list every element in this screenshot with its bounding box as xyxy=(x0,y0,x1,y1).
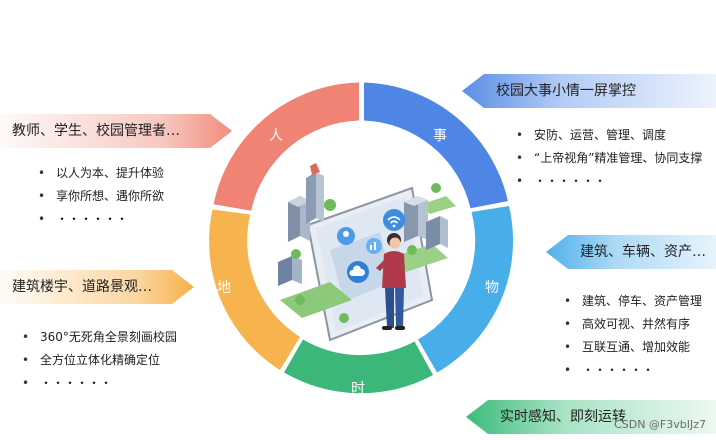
list-people: 以人为本、提升体验 享你所想、遇你所欲 ・・・・・・ xyxy=(34,162,164,231)
list-item: 建筑、停车、资产管理 xyxy=(560,290,702,313)
segment-label-time: 时 xyxy=(351,381,365,397)
segment-place: 地 xyxy=(209,209,300,370)
list-item: ・・・・・・ xyxy=(560,359,702,382)
banner-time-text: 实时感知、即刻运转 xyxy=(500,409,626,425)
banner-place: 建筑楼宇、道路景观… xyxy=(0,270,194,304)
segment-label-place: 地 xyxy=(217,280,231,296)
wifi-icon xyxy=(383,209,405,231)
banner-objects: 建筑、车辆、资产… xyxy=(546,235,716,269)
watermark: CSDN @F3vbIJz7 xyxy=(614,418,706,431)
segment-label-affairs: 事 xyxy=(433,128,447,144)
list-affairs: 安防、运营、管理、调度 “上帝视角”精准管理、协同支撑 ・・・・・・ xyxy=(512,124,702,193)
segment-label-people: 人 xyxy=(269,128,283,144)
list-objects: 建筑、停车、资产管理 高效可视、井然有序 互联互通、增加效能 ・・・・・・ xyxy=(560,290,702,382)
campus-illustration xyxy=(278,163,456,342)
building-tower-left xyxy=(288,196,310,242)
list-item: 全方位立体化精确定位 xyxy=(18,349,177,372)
building-tower-tall xyxy=(306,163,324,224)
list-item: ・・・・・・ xyxy=(34,208,164,231)
list-item: “上帝视角”精准管理、协同支撑 xyxy=(512,147,702,170)
chart-icon xyxy=(366,238,382,254)
banner-place-text: 建筑楼宇、道路景观… xyxy=(12,279,152,295)
list-item: 安防、运营、管理、调度 xyxy=(512,124,702,147)
segment-time: 时 xyxy=(284,339,433,397)
person-figure xyxy=(376,233,406,330)
list-item: 互联互通、增加效能 xyxy=(560,336,702,359)
segment-affairs: 事 xyxy=(364,82,508,209)
banner-people-text: 教师、学生、校园管理者… xyxy=(12,123,180,139)
building-block-right xyxy=(404,196,428,242)
segment-objects: 物 xyxy=(418,206,514,373)
banner-affairs-text: 校园大事小情一屏掌控 xyxy=(496,83,636,99)
list-item: 以人为本、提升体验 xyxy=(34,162,164,185)
cloud-icon xyxy=(347,261,369,283)
banner-time: 实时感知、即刻运转 xyxy=(466,400,716,434)
list-item: ・・・・・・ xyxy=(18,372,177,395)
location-icon xyxy=(337,227,355,245)
list-item: ・・・・・・ xyxy=(512,170,702,193)
banner-objects-text: 建筑、车辆、资产… xyxy=(580,244,706,260)
banner-affairs: 校园大事小情一屏掌控 xyxy=(462,74,716,108)
list-item: 享你所想、遇你所欲 xyxy=(34,185,164,208)
list-item: 高效可视、井然有序 xyxy=(560,313,702,336)
list-item: 360°无死角全景刻画校园 xyxy=(18,326,177,349)
building-small-right xyxy=(426,216,448,250)
segment-people: 人 xyxy=(213,82,359,211)
banner-people: 教师、学生、校园管理者… xyxy=(0,114,232,148)
building-small-left xyxy=(278,256,302,286)
list-place: 360°无死角全景刻画校园 全方位立体化精确定位 ・・・・・・ xyxy=(18,326,177,395)
segment-label-objects: 物 xyxy=(485,280,499,296)
